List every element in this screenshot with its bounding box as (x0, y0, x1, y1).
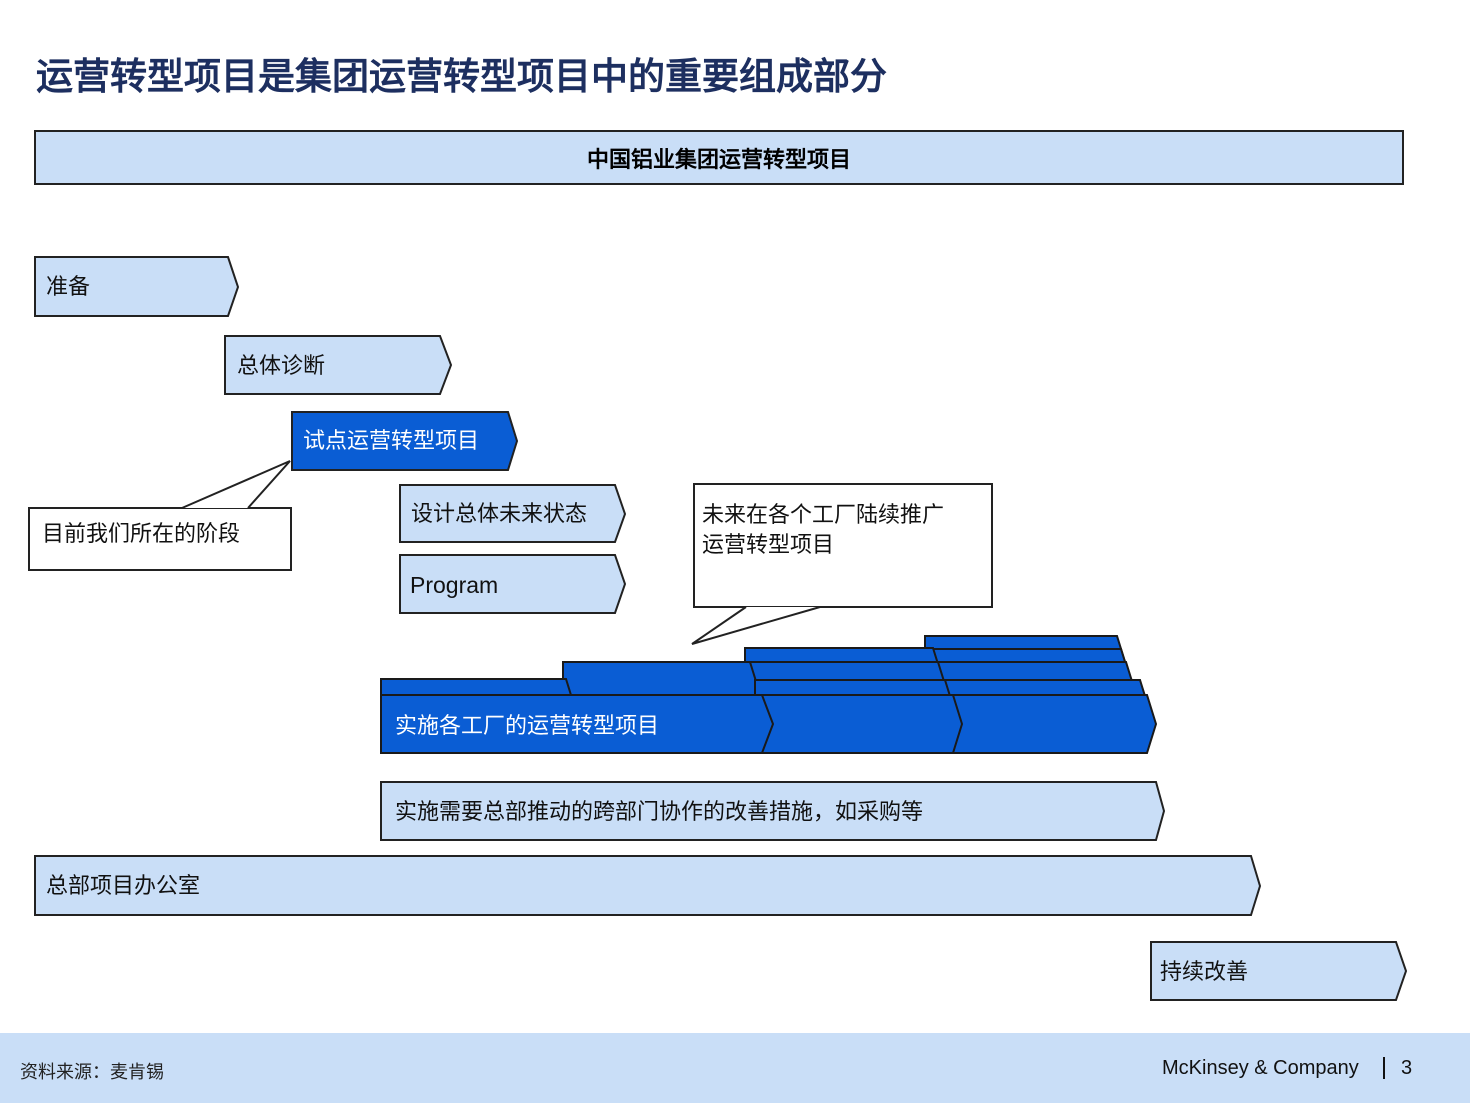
phase-design-label: 设计总体未来状态 (411, 502, 588, 527)
page-title: 运营转型项目是集团运营转型项目中的重要组成部分 (36, 55, 887, 98)
rollout-layer (759, 694, 964, 754)
chevron-plants (380, 694, 775, 754)
chevron-pmo (34, 855, 1262, 916)
callout-future-line2: 运营转型项目 (702, 533, 835, 558)
plant-rollout-stack (380, 635, 1158, 754)
callout-future-rollout (691, 483, 993, 645)
chevron-hq-measures (380, 781, 1166, 841)
chevron-design (399, 484, 627, 543)
source-note: 资料来源：麦肯锡 (20, 1062, 164, 1083)
phase-prep-label: 准备 (46, 275, 91, 300)
group-project-banner: 中国铝业集团运营转型项目 (34, 130, 1404, 185)
chevron-continuous (1150, 941, 1408, 1001)
rollout-layer (949, 694, 1158, 754)
callout-future-line1: 未来在各个工厂陆续推广 (702, 503, 945, 528)
callout-future-text: 未来在各个工厂陆续推广 运营转型项目 (702, 501, 944, 561)
callout-current-stage (28, 460, 292, 571)
phase-hq-measures-label: 实施需要总部推动的跨部门协作的改善措施，如采购等 (395, 800, 924, 825)
page-number: 3 (1401, 1057, 1413, 1079)
callout-current-text: 目前我们所在的阶段 (42, 522, 241, 547)
company-name: McKinsey & Company (1162, 1057, 1359, 1079)
phase-pilot-label: 试点运营转型项目 (303, 429, 480, 454)
chevron-diagnosis (224, 335, 453, 395)
footer-separator (1383, 1057, 1385, 1079)
phase-continuous-label: 持续改善 (1160, 960, 1249, 985)
chevron-pilot (291, 411, 519, 471)
phase-pmo-label: 总部项目办公室 (46, 874, 201, 899)
phase-program-label: Program (410, 572, 499, 598)
phase-plants-label: 实施各工厂的运营转型项目 (395, 714, 660, 739)
phase-diagnosis-label: 总体诊断 (237, 354, 326, 379)
chevron-program (399, 554, 627, 614)
footer-bar (0, 1033, 1470, 1103)
chevron-prep (34, 256, 240, 317)
